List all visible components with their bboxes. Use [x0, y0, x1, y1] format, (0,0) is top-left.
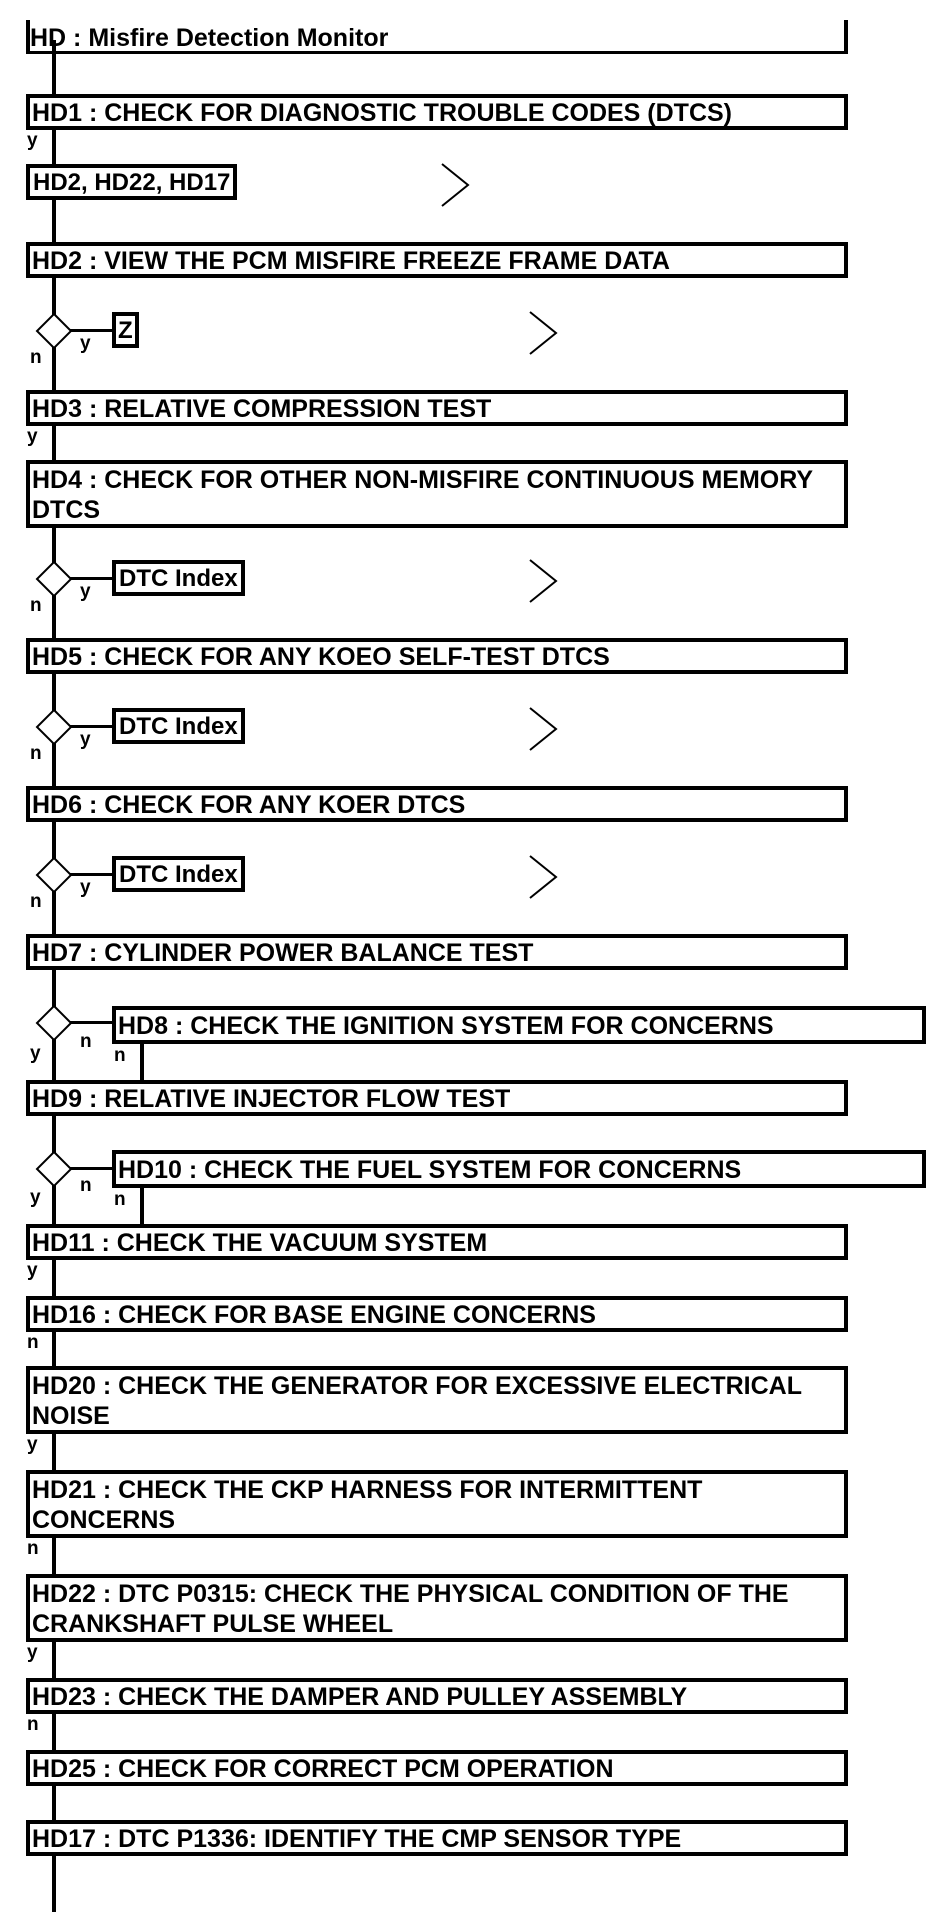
yes-label: y: [30, 1043, 41, 1064]
decision-diamond-icon: [35, 856, 73, 894]
no-label: n: [30, 347, 42, 368]
no-label: n: [80, 1031, 92, 1052]
yes-label: y: [80, 333, 91, 354]
ref-dtc-index[interactable]: DTC Index: [112, 856, 245, 892]
step-hd1[interactable]: HD1 : CHECK FOR DIAGNOSTIC TROUBLE CODES…: [26, 94, 848, 130]
step-hd9[interactable]: HD9 : RELATIVE INJECTOR FLOW TEST: [26, 1080, 848, 1116]
yes-label: y: [80, 877, 91, 898]
yes-label: y: [27, 1434, 38, 1455]
no-label: n: [30, 891, 42, 912]
no-label: n: [30, 743, 42, 764]
title-left-tick: [26, 20, 30, 54]
yes-label: y: [80, 729, 91, 750]
decision-diamond-icon: [35, 1150, 73, 1188]
no-label: n: [114, 1045, 126, 1066]
step-hd23[interactable]: HD23 : CHECK THE DAMPER AND PULLEY ASSEM…: [26, 1678, 848, 1714]
decision-diamond-icon: [35, 560, 73, 598]
step-hd17[interactable]: HD17 : DTC P1336: IDENTIFY THE CMP SENSO…: [26, 1820, 848, 1856]
no-label: n: [30, 595, 42, 616]
title-right-tick: [844, 20, 848, 54]
no-label: n: [114, 1189, 126, 1210]
branch-line: [70, 873, 114, 876]
no-label: n: [27, 1714, 39, 1735]
ref-z[interactable]: Z: [112, 312, 139, 348]
yes-label: y: [27, 426, 38, 447]
step-hd7[interactable]: HD7 : CYLINDER POWER BALANCE TEST: [26, 934, 848, 970]
decision-diamond-icon: [35, 312, 73, 350]
decision-diamond-icon: [35, 708, 73, 746]
step-hd11[interactable]: HD11 : CHECK THE VACUUM SYSTEM: [26, 1224, 848, 1260]
yes-label: y: [27, 1642, 38, 1663]
step-hd20[interactable]: HD20 : CHECK THE GENERATOR FOR EXCESSIVE…: [26, 1366, 848, 1434]
branch-line: [70, 329, 114, 332]
step-hd10[interactable]: HD10 : CHECK THE FUEL SYSTEM FOR CONCERN…: [112, 1150, 926, 1188]
step-hd3[interactable]: HD3 : RELATIVE COMPRESSION TEST: [26, 390, 848, 426]
no-label: n: [27, 1332, 39, 1353]
step-hd4[interactable]: HD4 : CHECK FOR OTHER NON-MISFIRE CONTIN…: [26, 460, 848, 528]
decision-diamond-icon: [35, 1004, 73, 1042]
ref-dtc-index[interactable]: DTC Index: [112, 708, 245, 744]
hd10-return-line: [140, 1188, 144, 1226]
flow-spine: [52, 40, 56, 1912]
yes-label: y: [27, 1260, 38, 1281]
ref-dtc-index[interactable]: DTC Index: [112, 560, 245, 596]
yes-label: y: [30, 1187, 41, 1208]
chevron-right-icon[interactable]: [528, 558, 558, 604]
chevron-right-icon[interactable]: [528, 310, 558, 356]
branch-line: [70, 1021, 114, 1024]
chevron-right-icon[interactable]: [528, 854, 558, 900]
step-hd2[interactable]: HD2 : VIEW THE PCM MISFIRE FREEZE FRAME …: [26, 242, 848, 278]
branch-line: [70, 725, 114, 728]
step-hd16[interactable]: HD16 : CHECK FOR BASE ENGINE CONCERNS: [26, 1296, 848, 1332]
diagram-title: HD : Misfire Detection Monitor: [30, 24, 389, 52]
step-hd5[interactable]: HD5 : CHECK FOR ANY KOEO SELF-TEST DTCS: [26, 638, 848, 674]
chevron-right-icon[interactable]: [528, 706, 558, 752]
step-hd21[interactable]: HD21 : CHECK THE CKP HARNESS FOR INTERMI…: [26, 1470, 848, 1538]
no-label: n: [80, 1175, 92, 1196]
step-hd25[interactable]: HD25 : CHECK FOR CORRECT PCM OPERATION: [26, 1750, 848, 1786]
branch-line: [70, 577, 114, 580]
step-hd6[interactable]: HD6 : CHECK FOR ANY KOER DTCS: [26, 786, 848, 822]
step-hd8[interactable]: HD8 : CHECK THE IGNITION SYSTEM FOR CONC…: [112, 1006, 926, 1044]
ref-hd2-hd22-hd17[interactable]: HD2, HD22, HD17: [26, 164, 238, 200]
yes-label: y: [80, 581, 91, 602]
no-label: n: [27, 1538, 39, 1559]
branch-line: [70, 1167, 114, 1170]
title-underline: [26, 51, 848, 54]
step-hd22[interactable]: HD22 : DTC P0315: CHECK THE PHYSICAL CON…: [26, 1574, 848, 1642]
hd8-return-line: [140, 1044, 144, 1082]
yes-label: y: [27, 130, 38, 151]
chevron-right-icon[interactable]: [440, 162, 470, 208]
